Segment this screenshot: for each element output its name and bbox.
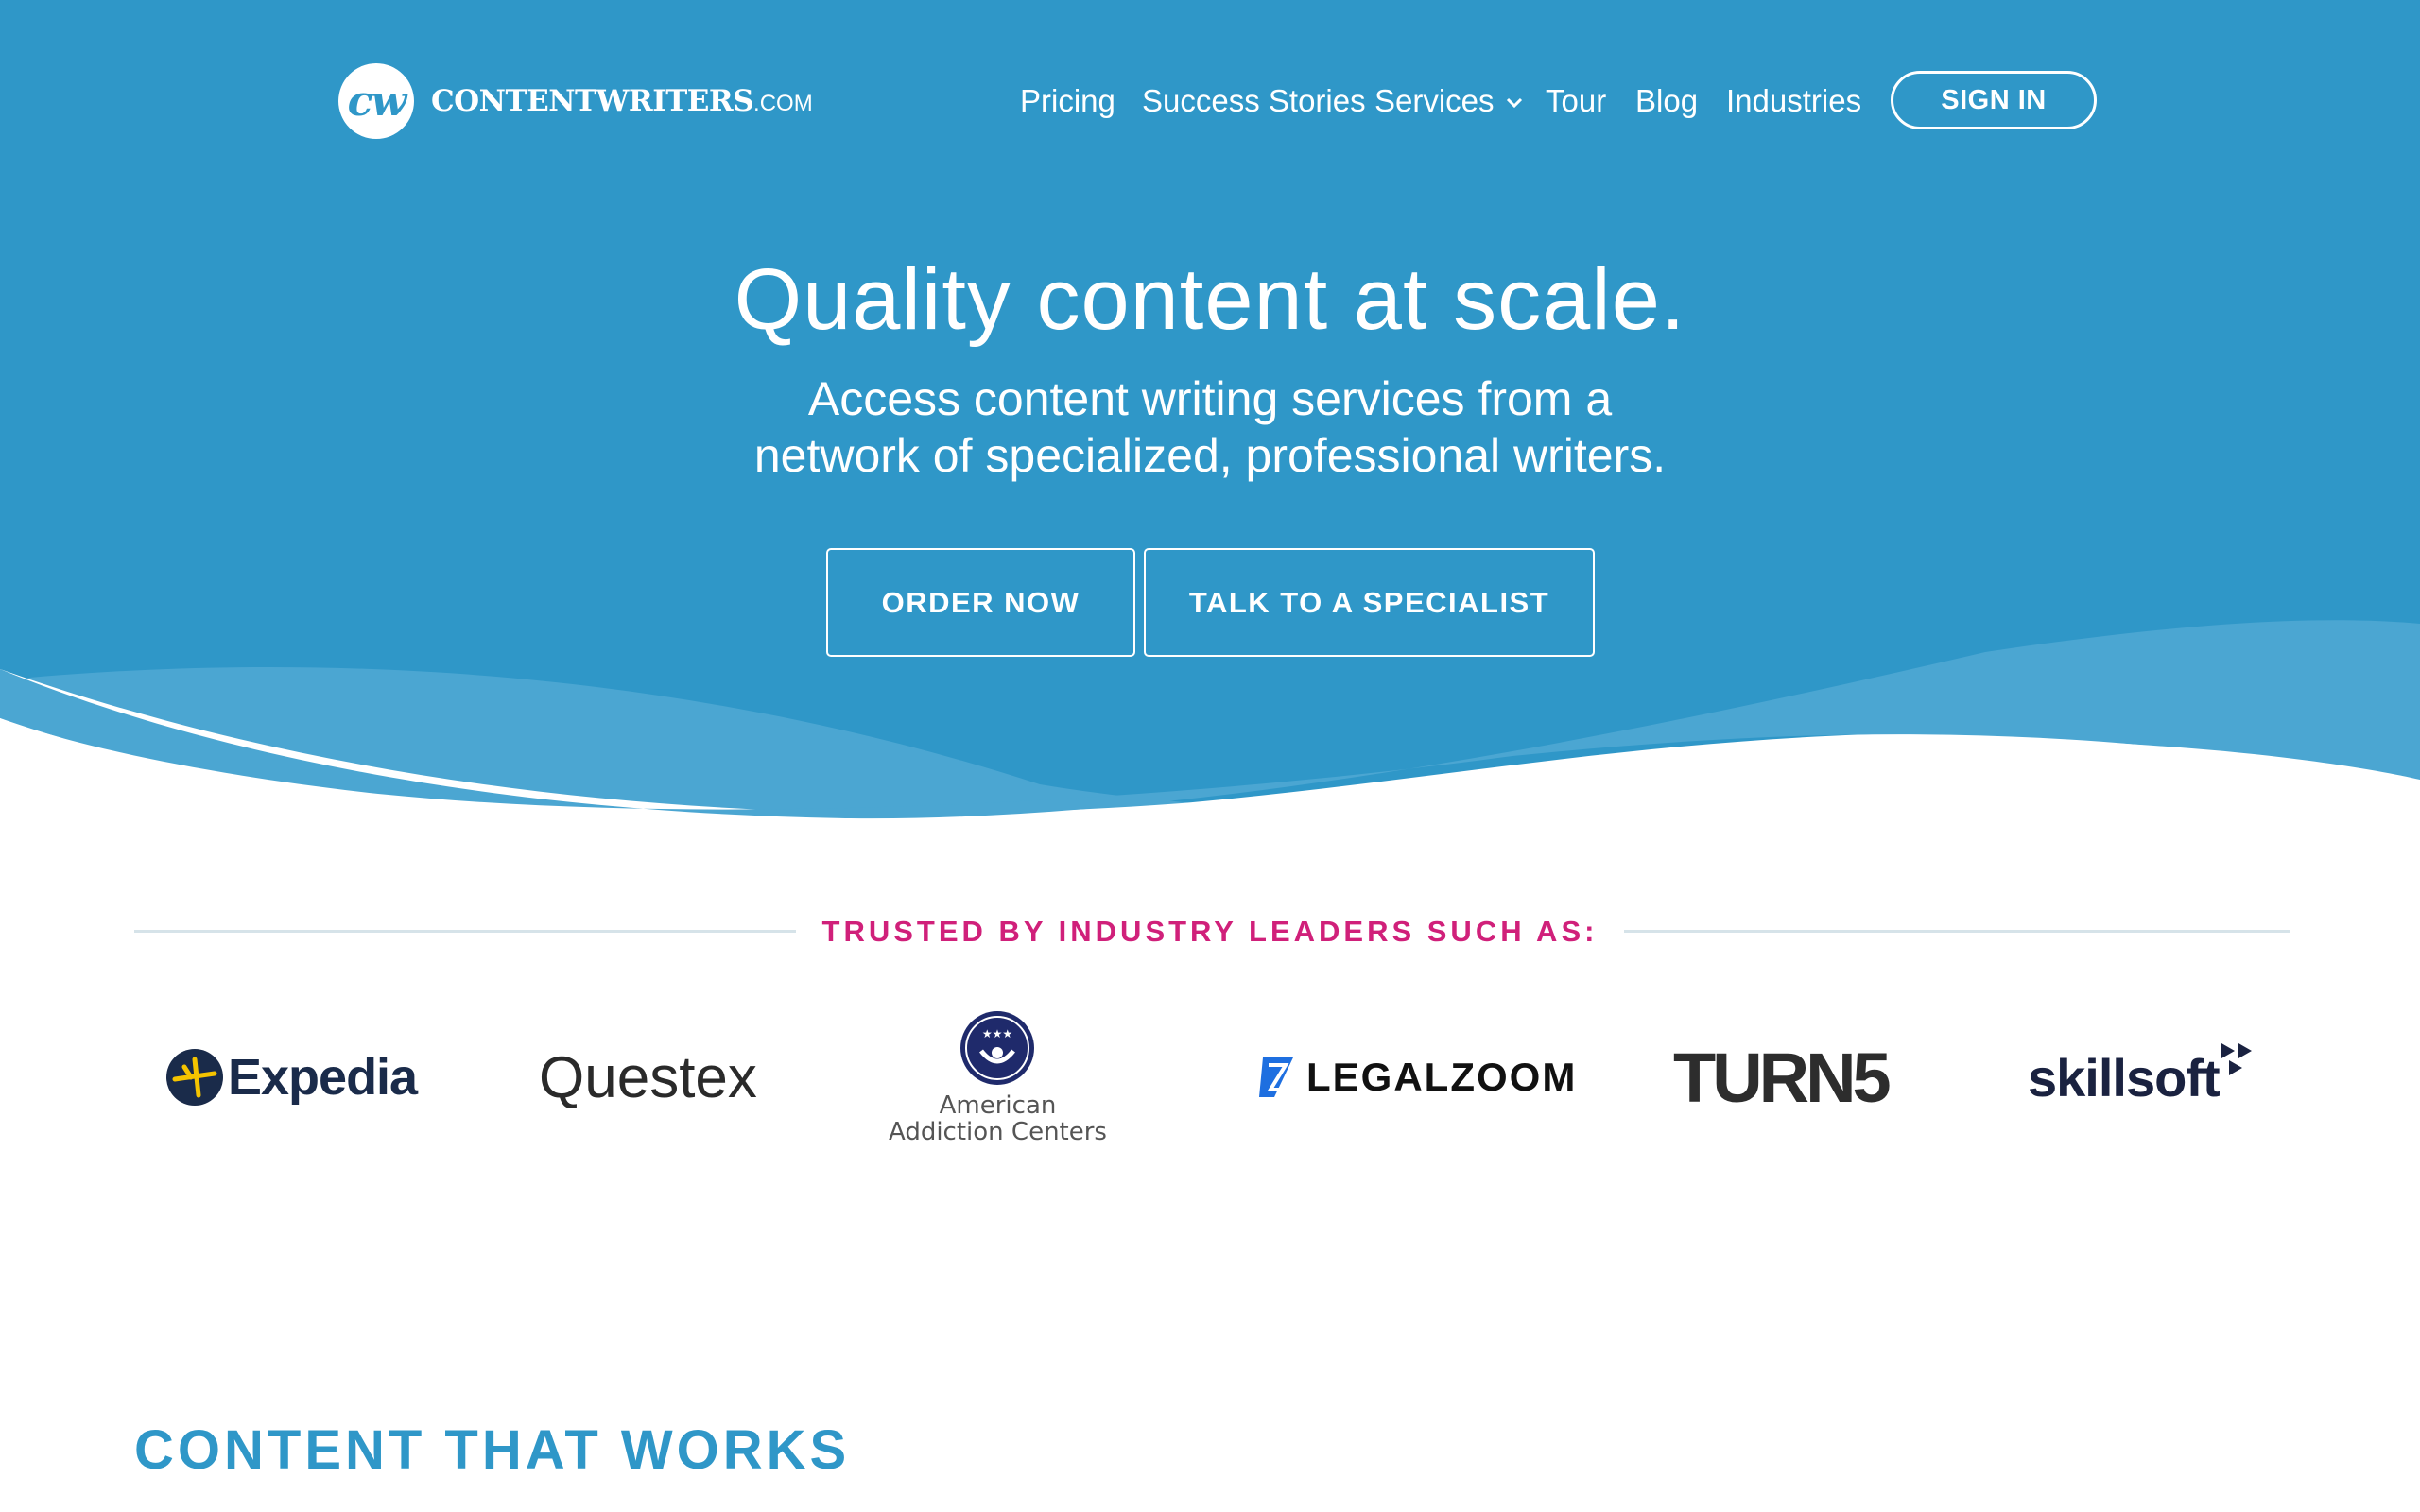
nav-services-label: Services: [1374, 83, 1495, 118]
aac-wordmark-line-1: American: [939, 1091, 1057, 1120]
hero-subline-line-2: network of specialized, professional wri…: [753, 429, 1667, 482]
client-logo-skillsoft: skillsoft: [2028, 1002, 2261, 1153]
client-logo-expedia: Expedia: [165, 1002, 418, 1153]
logo-name: CONTENTWRITERS: [431, 84, 754, 118]
client-logo-american-addiction-centers: ★★★ American Addiction Centers: [889, 1002, 1107, 1153]
site-logo[interactable]: cw CONTENTWRITERS.COM: [338, 62, 813, 140]
hero-subline-line-1: Access content writing services from a: [807, 372, 1613, 425]
expedia-wordmark: Expedia: [228, 1049, 418, 1106]
hero-headline: Quality content at scale.: [734, 251, 1686, 348]
client-logo-questex: Questex: [539, 1002, 757, 1153]
top-navigation: cw CONTENTWRITERS.COM Pricing Success St…: [0, 0, 2420, 208]
client-logo-legalzoom: LEGALZOOM: [1257, 1002, 1577, 1153]
logo-tld: .COM: [753, 91, 813, 116]
sign-in-button[interactable]: SIGN IN: [1891, 71, 2097, 129]
client-logo-turn5: TURN5: [1673, 1002, 1892, 1153]
chevron-down-icon: [1506, 98, 1522, 109]
section-title-content-that-works: CONTENT THAT WORKS: [134, 1419, 851, 1481]
hero-subline: Access content writing services from a n…: [0, 370, 2420, 484]
order-now-button[interactable]: ORDER NOW: [826, 548, 1135, 657]
questex-wordmark: Questex: [539, 1044, 757, 1110]
skillsoft-wordmark: skillsoft: [2028, 1047, 2221, 1108]
aac-wordmark-line-2: Addiction Centers: [889, 1118, 1107, 1146]
nav-services[interactable]: Services: [1374, 77, 1523, 125]
nav-blog[interactable]: Blog: [1635, 83, 1699, 118]
hero-wave: [0, 620, 2420, 832]
trusted-heading: TRUSTED BY INDUSTRY LEADERS SUCH AS:: [821, 915, 1599, 948]
aac-emblem-icon: ★★★: [960, 1011, 1035, 1085]
nav-industries[interactable]: Industries: [1726, 83, 1862, 118]
svg-text:★★★: ★★★: [982, 1027, 1012, 1040]
legalzoom-z-icon: [1259, 1057, 1293, 1097]
turn5-wordmark: TURN5: [1673, 1038, 1892, 1117]
talk-to-specialist-button[interactable]: TALK TO A SPECIALIST: [1144, 548, 1595, 657]
skillsoft-arrows-icon: [2221, 1043, 2252, 1075]
divider-right: [1624, 930, 2290, 933]
expedia-plane-icon: [166, 1049, 223, 1106]
nav-success-stories[interactable]: Success Stories: [1142, 83, 1366, 118]
logo-wordmark: CONTENTWRITERS.COM: [431, 84, 813, 118]
nav-pricing[interactable]: Pricing: [1020, 83, 1115, 118]
logo-badge: cw: [338, 63, 414, 139]
legalzoom-wordmark: LEGALZOOM: [1306, 1055, 1578, 1099]
nav-tour[interactable]: Tour: [1546, 83, 1607, 118]
hero-section: cw CONTENTWRITERS.COM Pricing Success St…: [0, 0, 2420, 832]
divider-left: [134, 930, 796, 933]
